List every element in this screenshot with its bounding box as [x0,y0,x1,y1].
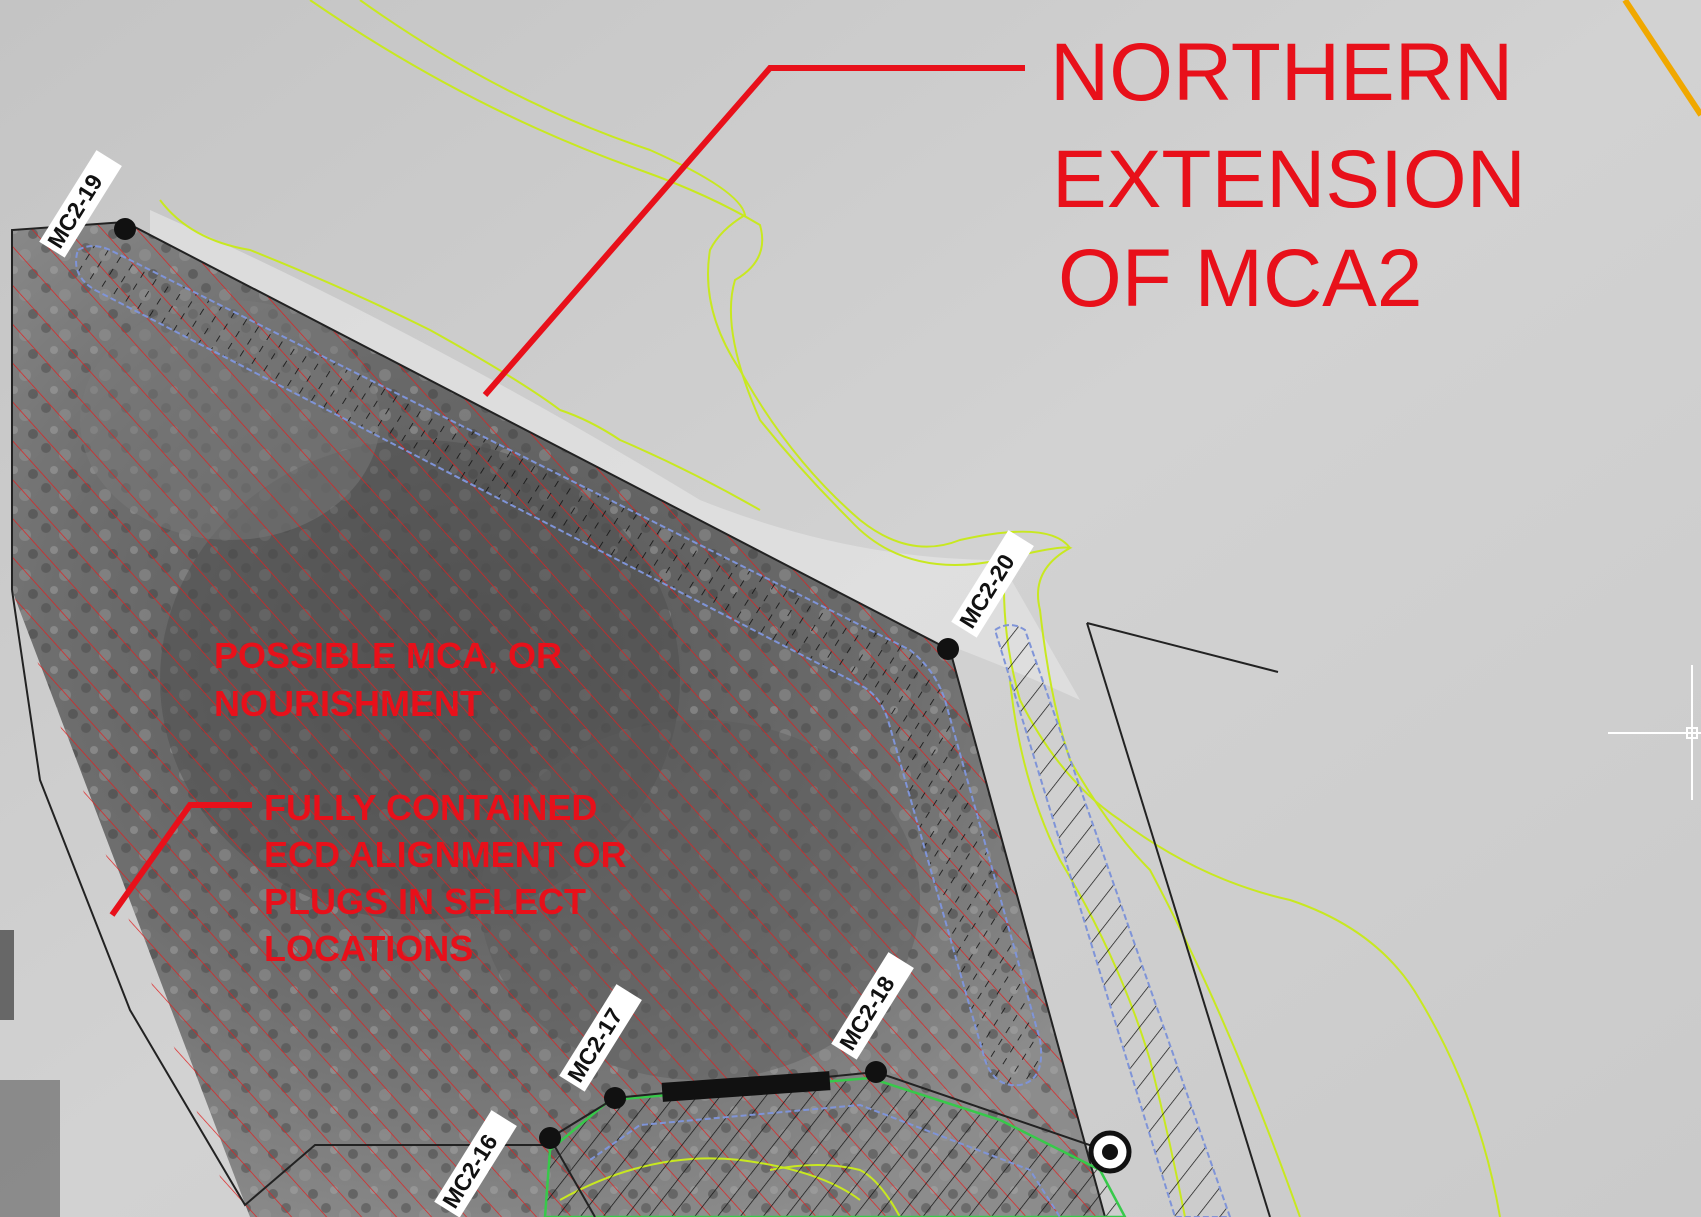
station-point-mc2-19 [114,218,136,240]
station-point-mc2-20 [937,638,959,660]
map-title: NORTHERN EXTENSION OF MCA2 [1050,27,1526,324]
beach-strip [150,210,1080,700]
station-point-mc2-17 [604,1087,626,1109]
station-points [114,218,959,1149]
fully-contained-note: FULLY CONTAINED ECD ALIGNMENT OR PLUGS I… [264,787,627,969]
possible-mca-line-1: POSSIBLE MCA, OR [214,635,562,676]
fully-contained-line-1: FULLY CONTAINED [264,787,597,828]
possible-mca-area [12,222,1105,1217]
accent-line [1622,0,1701,117]
structure-bar [661,1071,831,1102]
channel-strip [993,624,1232,1217]
cad-crosshair [1608,665,1701,800]
left-edge-marks [0,930,14,1020]
station-point-mc2-18 [865,1061,887,1083]
title-line-3: OF MCA2 [1058,233,1422,324]
title-leader-line [482,65,1025,397]
possible-mca-note: POSSIBLE MCA, OR NOURISHMENT [214,635,562,724]
right-boundary-lines [1086,622,1279,1217]
note-leader-line [109,802,252,917]
fully-contained-line-2: ECD ALIGNMENT OR [264,834,627,875]
fully-contained-line-3: PLUGS IN SELECT [264,881,586,922]
station-point-mc2-16 [539,1127,561,1149]
title-line-1: NORTHERN [1050,27,1513,118]
shoreline-buffer-band [75,245,1042,1087]
fully-contained-line-4: LOCATIONS [264,928,473,969]
title-line-2: EXTENSION [1052,134,1526,225]
possible-mca-line-2: NOURISHMENT [214,683,482,724]
lower-cell [543,1076,1127,1217]
